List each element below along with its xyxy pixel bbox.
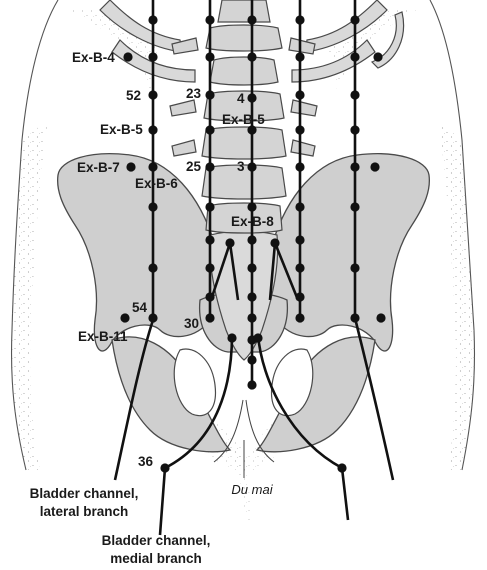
point-lateral-right-3 [350, 90, 359, 99]
label-exb8: Ex-B-8 [231, 214, 274, 229]
point-b52 [148, 90, 157, 99]
caption-lateral-line1: Bladder channel, [30, 486, 139, 501]
label-exb11: Ex-B-11 [78, 329, 128, 344]
point-medial-left-7 [205, 235, 214, 244]
point-exb4 [123, 52, 132, 61]
label-b54: 54 [132, 300, 148, 315]
point-b23 [205, 90, 214, 99]
point-lateral-right-4 [350, 125, 359, 134]
label-b23: 23 [186, 86, 202, 101]
point-medial-right-10 [295, 313, 304, 322]
point-medial-right-1 [295, 15, 304, 24]
point-lateral-right-8 [350, 313, 359, 322]
point-medial-right-6 [295, 202, 304, 211]
caption-medial-line2: medial branch [110, 551, 202, 566]
point-gv3 [247, 162, 256, 171]
point-exb7 [126, 162, 135, 171]
point-lateral-left-6 [148, 202, 157, 211]
point-medial-left-9 [205, 292, 214, 301]
point-b30 [205, 313, 214, 322]
point-du-9 [247, 292, 256, 301]
point-lateral-left-5 [148, 162, 157, 171]
point-b54 [148, 313, 157, 322]
point-medial-right-5 [295, 162, 304, 171]
point-medial-right-8 [295, 263, 304, 272]
point-lateral-left-2 [148, 52, 157, 61]
point-medial-right-7 [295, 235, 304, 244]
point-lateral-right-2 [350, 52, 359, 61]
label-exb5-left: Ex-B-5 [100, 122, 143, 137]
caption-du-mai: Du mai [231, 482, 273, 497]
label-exb4: Ex-B-4 [72, 50, 115, 65]
point-right-exb4 [373, 52, 382, 61]
point-medial-right-3 [295, 90, 304, 99]
label-exb6: Ex-B-6 [135, 176, 178, 191]
point-exb11 [120, 313, 129, 322]
point-du-1 [247, 15, 256, 24]
point-lateral-right-6 [350, 202, 359, 211]
point-right-exb7 [370, 162, 379, 171]
label-b25: 25 [186, 159, 202, 174]
point-du-2 [247, 52, 256, 61]
point-b25 [205, 162, 214, 171]
point-du-6 [247, 202, 256, 211]
point-du-12 [247, 355, 256, 364]
point-medial-left-2 [205, 52, 214, 61]
caption-medial-line1: Bladder channel, [102, 533, 211, 548]
point-sciatic-right-1 [253, 333, 262, 342]
point-sciatic-left-1 [227, 333, 236, 342]
point-medial-left-1 [205, 15, 214, 24]
point-du-13 [247, 380, 256, 389]
point-lateral-right-7 [350, 263, 359, 272]
point-exb8-left [225, 238, 234, 247]
point-medial-left-8 [205, 263, 214, 272]
captions: Bladder channel, lateral branch Bladder … [30, 482, 274, 566]
label-gv3: 3 [237, 159, 245, 174]
point-du-7 [247, 235, 256, 244]
label-gv4: 4 [237, 91, 245, 106]
point-lateral-left-7 [148, 263, 157, 272]
point-right-exb11 [376, 313, 385, 322]
point-b36-right [337, 463, 346, 472]
point-b36-left [160, 463, 169, 472]
point-medial-right-2 [295, 52, 304, 61]
point-du-8 [247, 263, 256, 272]
point-medial-right-9 [295, 292, 304, 301]
point-du-10 [247, 313, 256, 322]
label-exb7: Ex-B-7 [77, 160, 120, 175]
point-exb8-right [270, 238, 279, 247]
point-medial-right-4 [295, 125, 304, 134]
point-gv4 [247, 93, 256, 102]
label-b52: 52 [126, 88, 141, 103]
label-exb5-mid: Ex-B-5 [222, 112, 265, 127]
caption-lateral-line2: lateral branch [40, 504, 129, 519]
point-lateral-right-1 [350, 15, 359, 24]
point-lateral-right-5 [350, 162, 359, 171]
label-b36: 36 [138, 454, 154, 469]
point-lateral-left-1 [148, 15, 157, 24]
label-b30: 30 [184, 316, 199, 331]
point-medial-left-4 [205, 125, 214, 134]
point-medial-left-6 [205, 202, 214, 211]
point-exb5-left [148, 125, 157, 134]
